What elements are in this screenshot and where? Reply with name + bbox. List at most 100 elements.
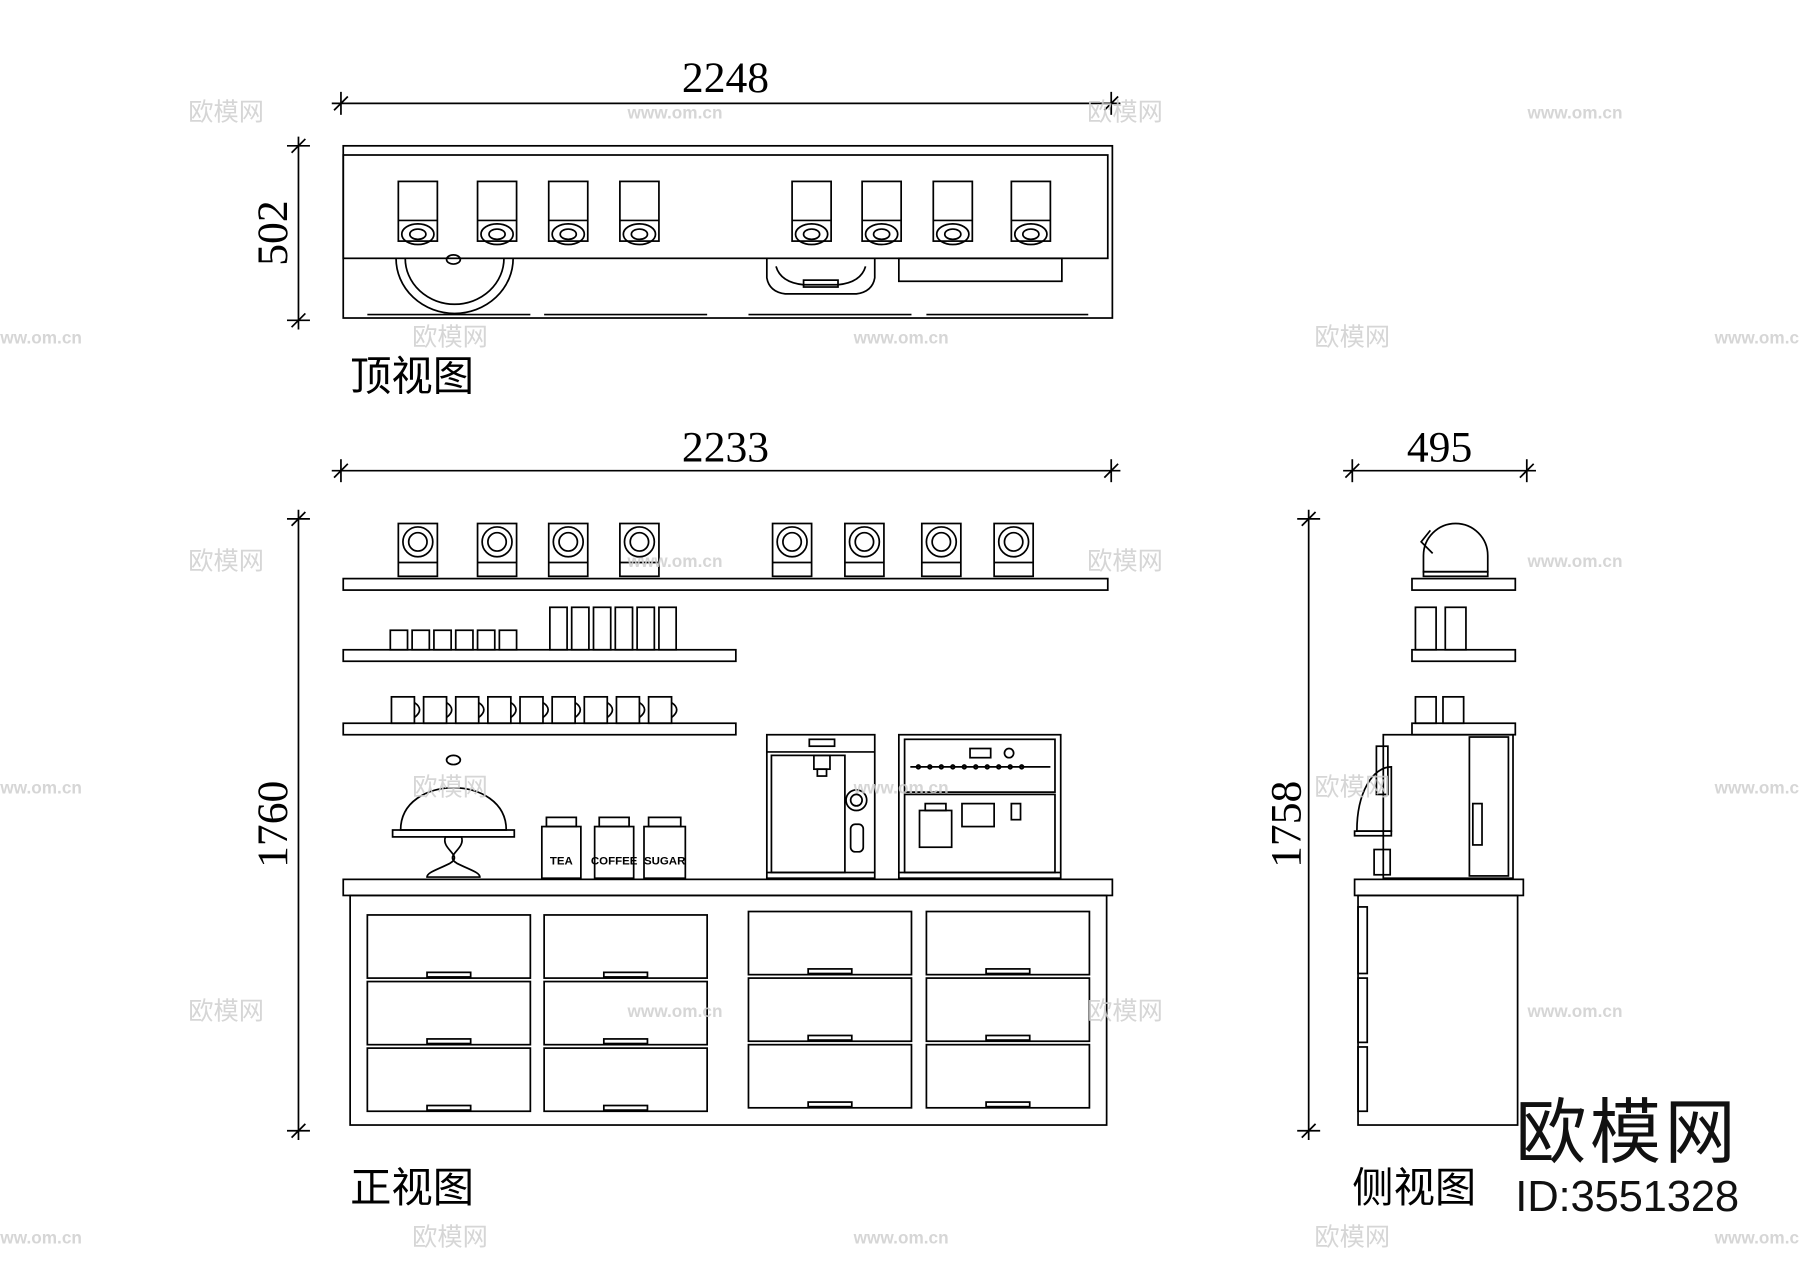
watermark-logo: 欧模网 [1314, 323, 1390, 352]
machine-body [765, 733, 876, 880]
machine-body [897, 733, 1062, 880]
small-cup [498, 629, 518, 651]
canister-lid [552, 526, 585, 558]
dimension-lines [286, 91, 1536, 1140]
tall-glass [1444, 606, 1467, 651]
drawer-handle [602, 1038, 649, 1045]
watermark-logo: 欧模网 [412, 773, 488, 802]
shelf-upper-side [1411, 577, 1517, 591]
mug-handle [638, 701, 646, 719]
watermark-logo: 欧模网 [1087, 546, 1163, 575]
cake-dome-inner [404, 258, 505, 306]
drawer [747, 1043, 913, 1109]
canister-lid-edge [1420, 529, 1434, 554]
canister-front [397, 522, 439, 578]
canister-lid [551, 223, 586, 246]
drawer-front [925, 910, 1091, 976]
mug-body [551, 695, 576, 725]
storage-jar: SUGAR [643, 816, 687, 880]
canister-body [397, 522, 439, 578]
tall-glass [570, 606, 590, 651]
side-view-label: 侧视图 [1352, 1164, 1476, 1212]
tall-glass [658, 606, 678, 651]
machine-body [1382, 733, 1514, 880]
watermark-logo: 欧模网 [1087, 98, 1163, 127]
cake-dome-side [1353, 766, 1393, 837]
machine-button-dot [1018, 764, 1025, 770]
mug [487, 695, 517, 725]
mug-handle [446, 701, 453, 719]
watermark-logo: 欧模网 [412, 323, 488, 352]
drawer [925, 977, 1091, 1043]
machine-control-panel [903, 738, 1056, 793]
shelf-middle [342, 648, 737, 663]
machine-button-dot [915, 764, 922, 770]
drawer-handle [426, 1104, 472, 1111]
drawer [543, 914, 709, 979]
watermark-layer: 欧模网欧模网欧模网欧模网欧模网欧模网欧模网欧模网欧模网欧模网欧模网欧模网www.… [0, 98, 1800, 1252]
drawer [366, 1047, 532, 1113]
top-view-drawing [342, 144, 1114, 319]
mug-body [487, 695, 512, 725]
canister-top [791, 180, 832, 246]
machine-handle [1471, 802, 1483, 846]
canister-body [397, 180, 439, 242]
machine-button-dot [1007, 764, 1013, 770]
drawer-handle [985, 1101, 1031, 1108]
top-view-depth-dimension: 502 [249, 200, 297, 265]
mug [519, 695, 549, 725]
watermark-site: www.om.cn [627, 1001, 723, 1021]
cake-dome-outer [395, 258, 514, 315]
canister-lid [402, 526, 434, 558]
watermark-logo: 欧模网 [412, 1223, 488, 1252]
tall-glass [592, 606, 612, 651]
watermark-logo: 欧模网 [1314, 1223, 1390, 1252]
canister-top [1010, 180, 1052, 246]
machine-button [849, 823, 865, 853]
watermark-site: www.om.cn [627, 551, 723, 571]
wall-shelf-top [342, 154, 1109, 260]
machine-dial-center [849, 793, 863, 807]
built-in-coffee-machine [897, 733, 1062, 880]
canister-lid [400, 223, 435, 246]
front-view-label: 正视图 [350, 1164, 474, 1212]
cake-dome-knob [445, 254, 462, 265]
cake-dome-top [395, 254, 514, 315]
coffee-machine-outline [765, 258, 876, 295]
canister-top [861, 180, 903, 246]
mug-body [454, 695, 480, 725]
canister-side [1420, 522, 1489, 578]
mug-body [615, 695, 641, 725]
canister-knob [630, 228, 649, 241]
drawer-front [925, 1043, 1091, 1109]
machine-button-dot [938, 764, 945, 770]
mug-handle [574, 701, 582, 719]
jar-label: SUGAR [644, 855, 686, 867]
mug-body [583, 695, 609, 725]
watermark-site: www.om.cn [1714, 777, 1800, 797]
canister-lid [622, 223, 657, 246]
machine-button-dot [927, 764, 933, 770]
mug [1414, 695, 1437, 725]
dimension-tick [333, 95, 349, 111]
drawer-handle [602, 971, 649, 978]
mug [454, 695, 485, 725]
canister-knob [407, 531, 428, 552]
canister-front [920, 522, 962, 578]
drawer-handle [807, 968, 853, 975]
canister-front [844, 522, 885, 578]
machine-knob [1003, 747, 1015, 759]
canister-knob [1003, 531, 1024, 552]
mug [583, 695, 614, 725]
canister-lid [794, 223, 829, 246]
drawer-handle [807, 1101, 853, 1108]
canister-lid [935, 223, 970, 246]
dimension-tick [290, 312, 306, 328]
tall-glass [636, 606, 656, 651]
canister-top [397, 180, 439, 246]
machine-container-lid [924, 802, 947, 812]
canister-front [547, 522, 589, 578]
